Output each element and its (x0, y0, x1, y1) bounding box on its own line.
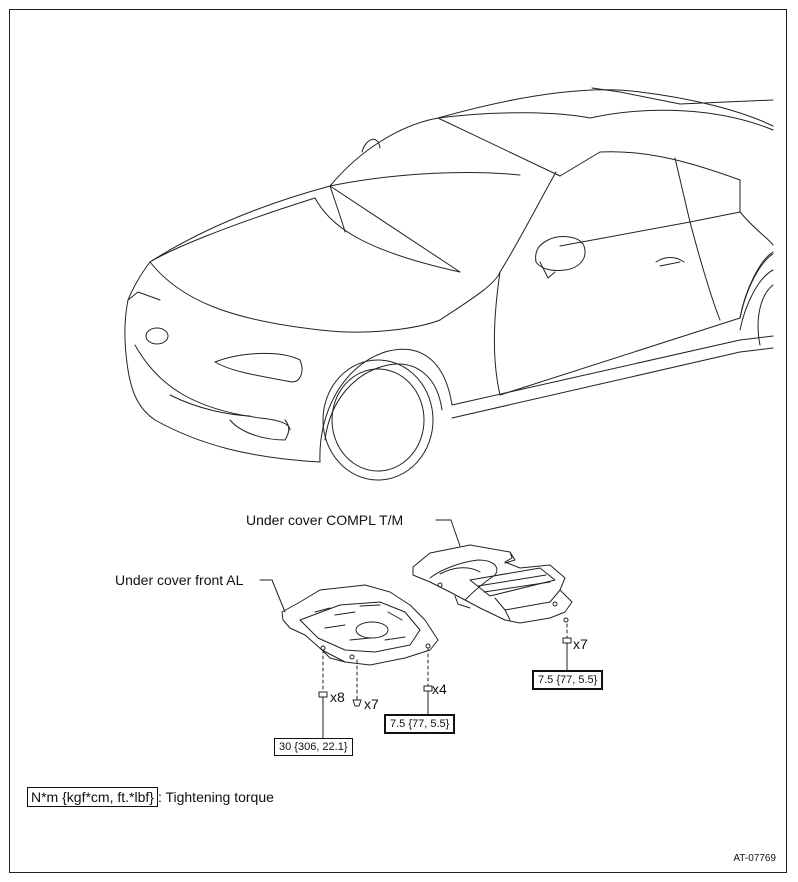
bolt-icon-tm (562, 637, 572, 648)
torque-box-front-screws: 7.5 {77, 5.5} (384, 714, 456, 734)
torque-box-tm: 7.5 {77, 5.5} (532, 670, 604, 690)
diagram-frame (9, 9, 787, 873)
label-under-cover-front: Under cover front AL (115, 572, 244, 588)
label-under-cover-tm: Under cover COMPL T/M (246, 512, 404, 528)
leader-under-cover-tm (435, 519, 461, 547)
clip-icon-front (352, 699, 362, 707)
figure-code: AT-07769 (733, 853, 776, 864)
screw-icon-front (423, 685, 433, 696)
bolt-dashed-lines (322, 623, 568, 701)
torque-box-front-bolts: 30 {306, 22.1} (274, 738, 353, 756)
under-cover-tm-part (412, 544, 573, 624)
qty-tm-bolts: x7 (573, 636, 588, 652)
car-illustration (124, 87, 774, 481)
qty-front-bolts: x8 (330, 689, 345, 705)
leader-under-cover-front (259, 579, 286, 613)
qty-front-clips: x7 (364, 696, 379, 712)
legend-unit-box: N*m {kgf*cm, ft.*lbf} (27, 787, 158, 807)
legend-text: : Tightening torque (157, 789, 274, 805)
torque-leaders (322, 646, 568, 739)
qty-front-screws: x4 (432, 681, 447, 697)
bolt-icons (318, 637, 572, 707)
under-cover-front-part (281, 584, 439, 666)
bolt-icon-front (318, 691, 328, 702)
legend: N*m {kgf*cm, ft.*lbf}: Tightening torque (27, 787, 274, 807)
